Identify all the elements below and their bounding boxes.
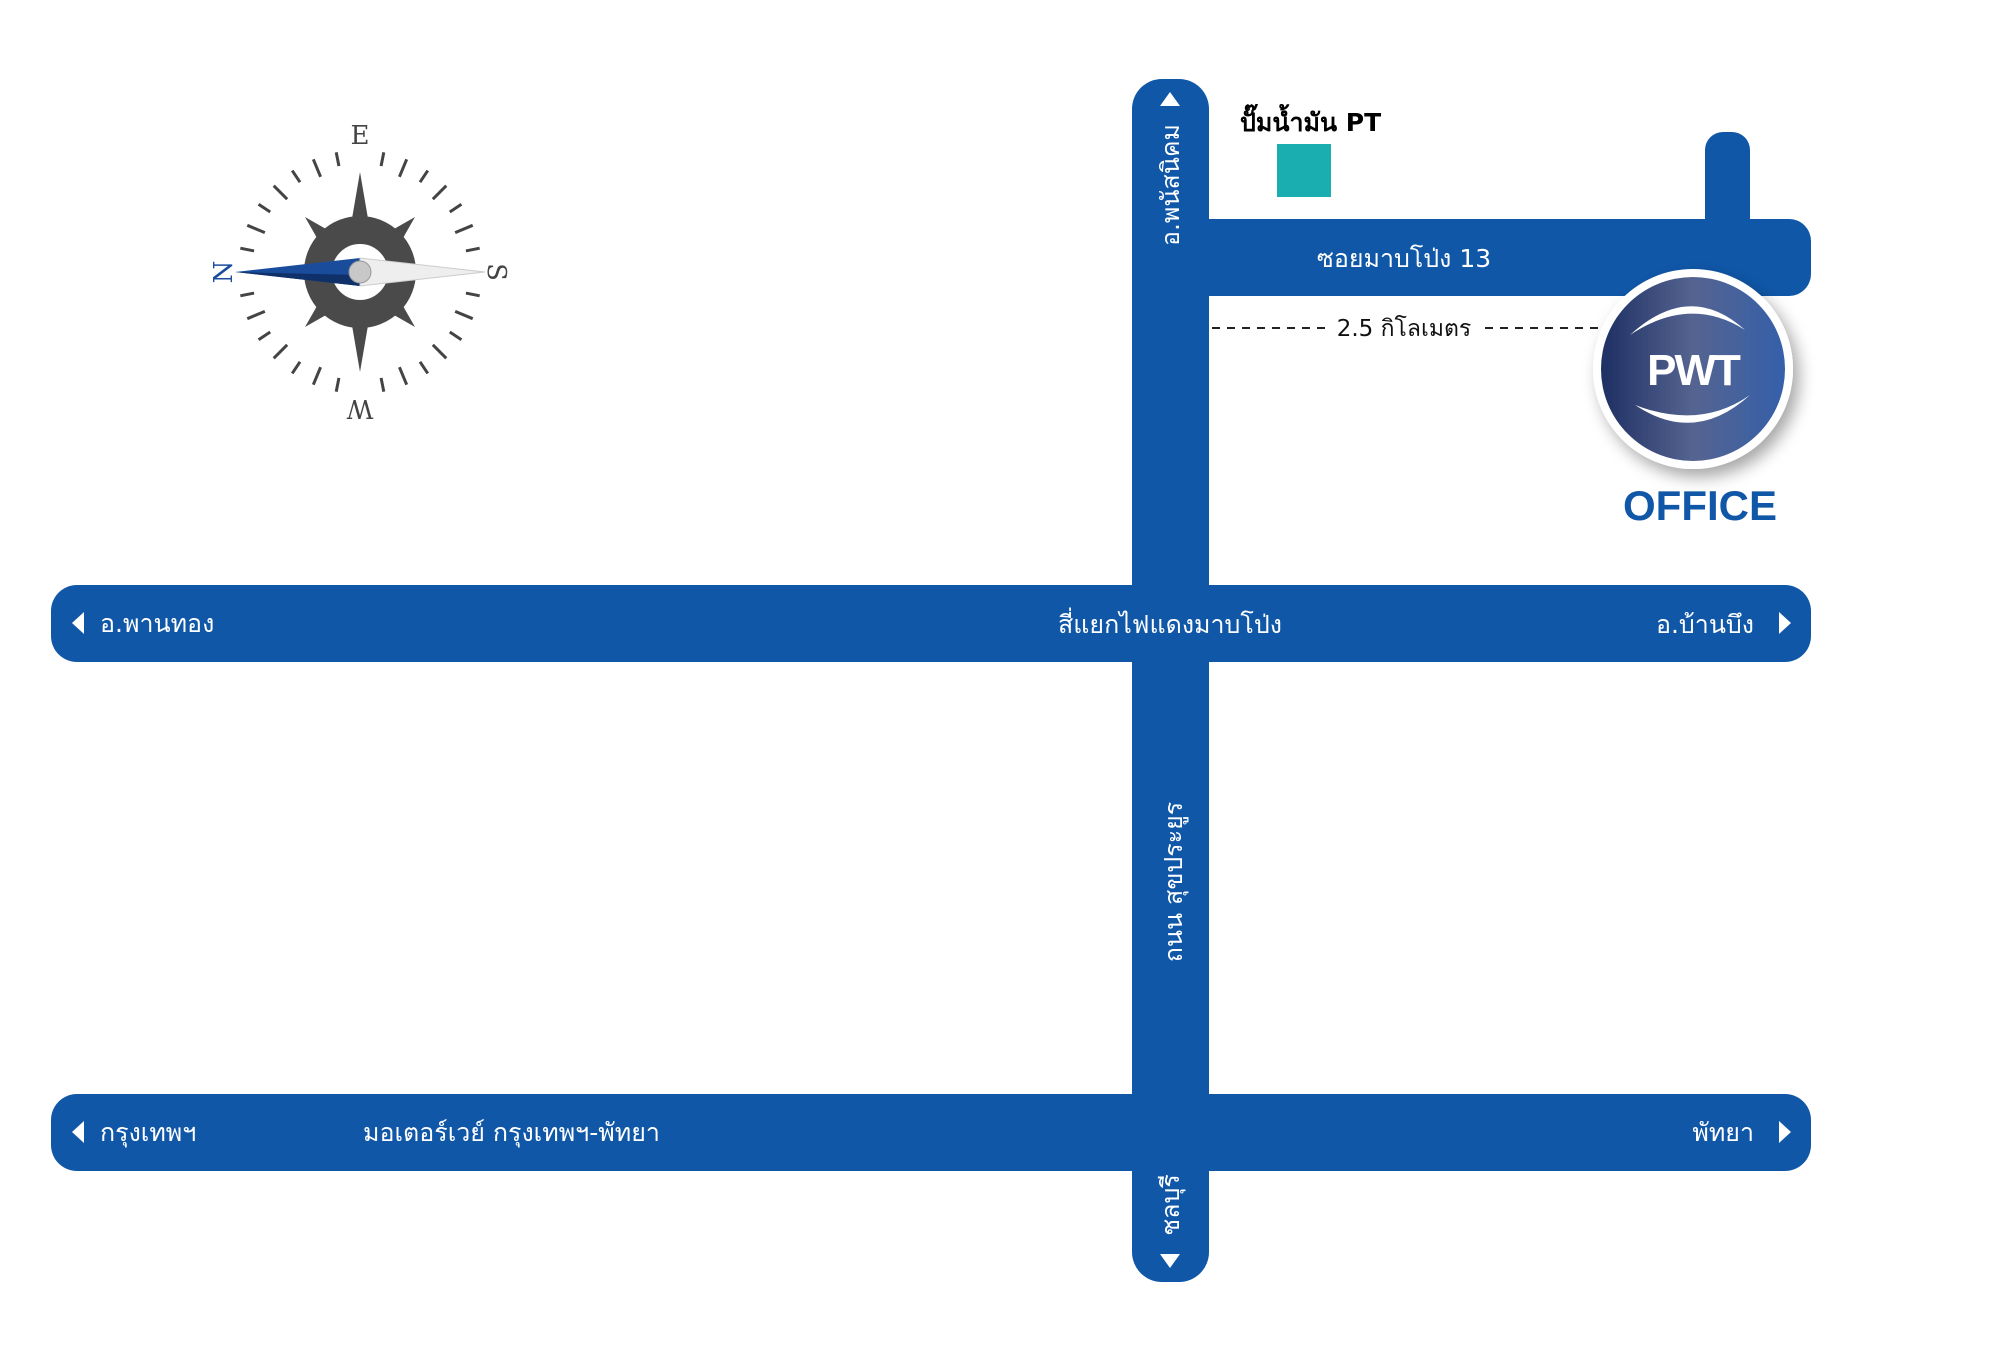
compass-icon: E W N S	[209, 121, 511, 423]
main-left-label: อ.พานทอง	[100, 609, 214, 638]
compass-n-label: N	[209, 261, 239, 284]
motorway-right-label: พัทยา	[1692, 1118, 1754, 1147]
compass-tick	[379, 377, 386, 392]
compass-s-label: S	[481, 263, 511, 281]
compass-tick	[465, 246, 480, 253]
compass-tick	[454, 223, 474, 234]
arrow-up-icon	[1160, 92, 1180, 106]
compass-tick	[448, 330, 463, 342]
compass-tick	[272, 184, 289, 201]
compass-tick	[311, 158, 322, 178]
compass-tick	[290, 360, 302, 375]
compass-tick	[246, 223, 266, 234]
office-label: OFFICE	[1623, 482, 1777, 529]
main-road	[51, 585, 1811, 662]
logo-text: PWT	[1647, 346, 1741, 395]
compass-tick	[246, 310, 266, 321]
gas-station-label: ปั๊มน้ำมัน PT	[1240, 103, 1381, 137]
compass-tick	[334, 377, 341, 392]
motorway-left-label: กรุงเทพฯ	[100, 1118, 196, 1148]
soi-label: ซอยมาบโป่ง 13	[1317, 244, 1491, 273]
compass-tick	[379, 152, 386, 167]
compass-tick	[418, 360, 430, 375]
compass-tick	[240, 246, 255, 253]
arrow-right-icon	[1779, 612, 1791, 634]
compass-tick	[334, 152, 341, 167]
compass-tick	[311, 366, 322, 386]
main-right-label: อ.บ้านบึง	[1656, 610, 1754, 639]
motorway-road	[51, 1094, 1811, 1171]
vertical-main-label: ถนน สุขประยูร	[1159, 802, 1189, 962]
compass-tick	[418, 169, 430, 184]
logo-arc-top	[1630, 306, 1745, 335]
vertical-top-label: อ.พนัสนิคม	[1156, 124, 1185, 246]
vertical-bottom-label: ชลบุรี	[1156, 1174, 1186, 1236]
compass-tick	[257, 330, 272, 342]
compass-tick	[398, 158, 409, 178]
compass-tick	[272, 343, 289, 360]
compass-tick	[257, 202, 272, 214]
compass-tick	[240, 291, 255, 298]
logo-arc-bottom	[1635, 395, 1750, 423]
soi-branch-road	[1705, 132, 1750, 242]
main-center-label: สี่แยกไฟแดงมาบโป่ง	[1058, 607, 1282, 639]
compass-w-label: W	[346, 393, 373, 423]
compass-tick	[398, 366, 409, 386]
compass-tick	[448, 202, 463, 214]
compass-e-label: E	[351, 121, 370, 151]
arrow-left-icon	[72, 1121, 84, 1143]
distance-label: 2.5 กิโลเมตร	[1337, 315, 1472, 342]
compass-tick	[290, 169, 302, 184]
soi-mabpong-13-road	[1180, 219, 1811, 296]
arrow-left-icon	[72, 612, 84, 634]
compass-tick	[431, 343, 448, 360]
sukprayoon-road	[1132, 79, 1209, 1282]
gas-station-marker	[1277, 144, 1331, 197]
compass-tick	[454, 310, 474, 321]
compass-tick	[465, 291, 480, 298]
motorway-name-label: มอเตอร์เวย์ กรุงเทพฯ-พัทยา	[363, 1118, 660, 1148]
arrow-down-icon	[1160, 1254, 1180, 1268]
arrow-right-icon	[1779, 1121, 1791, 1143]
compass-tick	[431, 184, 448, 201]
